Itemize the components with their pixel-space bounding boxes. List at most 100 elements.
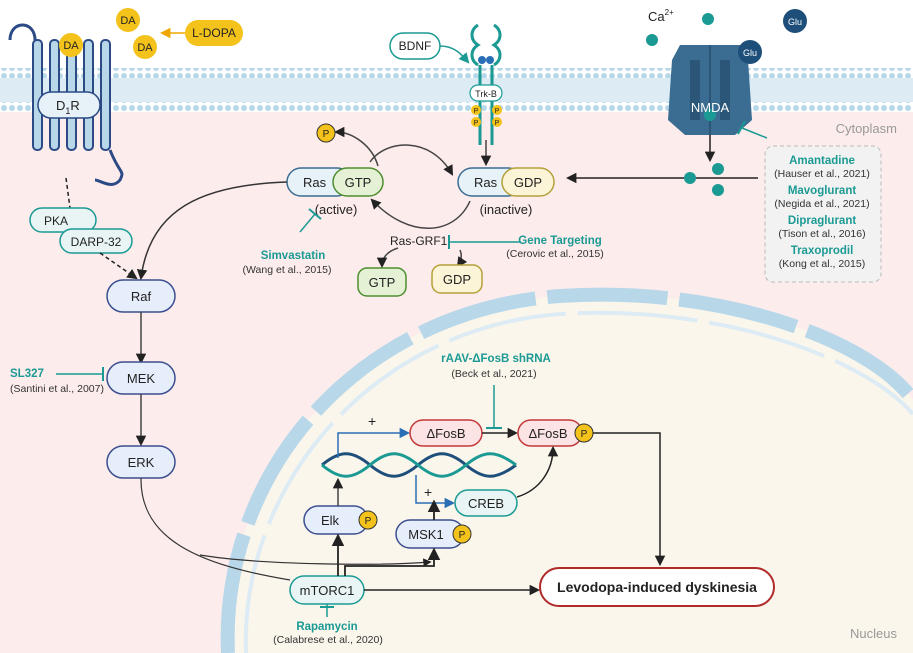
- ca-label: Ca2+: [648, 8, 674, 24]
- active-label: (active): [315, 202, 358, 217]
- extracellular-space: [0, 0, 913, 68]
- svg-text:(Beck et al., 2021): (Beck et al., 2021): [451, 368, 536, 380]
- svg-text:MSK1: MSK1: [408, 527, 443, 542]
- svg-text:GTP: GTP: [369, 275, 396, 290]
- svg-text:Ras: Ras: [303, 175, 327, 190]
- svg-text:ΔFosB: ΔFosB: [528, 426, 567, 441]
- svg-text:SL327: SL327: [10, 368, 44, 380]
- da-molecule: DA: [59, 33, 83, 57]
- svg-text:ERK: ERK: [128, 455, 155, 470]
- svg-text:P: P: [323, 129, 330, 140]
- sl327-inhibitor: SL327 (Santini et al., 2007): [10, 367, 104, 395]
- grf1-gtp-arrow: [376, 247, 399, 269]
- lid-outcome-box: Levodopa-induced dyskinesia: [539, 567, 775, 607]
- nmda-receptor: NMDA Glu: [668, 40, 762, 135]
- svg-text:P: P: [495, 120, 500, 127]
- ras-inactive-complex: Ras GDP (inactive): [457, 167, 555, 217]
- fosb-to-lid-arrow: [593, 432, 666, 567]
- svg-text:Raf: Raf: [131, 289, 152, 304]
- nmda-drug-amantadine: Amantadine (Hauser et al., 2021): [774, 155, 870, 180]
- elk-node: Elk P: [303, 505, 378, 535]
- svg-text:Trk-B: Trk-B: [475, 89, 497, 99]
- raf-node: Raf: [106, 279, 176, 313]
- svg-text:rAAV-ΔFosB shRNA: rAAV-ΔFosB shRNA: [441, 353, 551, 365]
- svg-text:(Kong et al., 2015): (Kong et al., 2015): [779, 258, 865, 270]
- da-molecule: DA: [116, 8, 140, 32]
- gtp-node: GTP: [357, 267, 407, 297]
- msk1-node: MSK1 P: [395, 519, 472, 549]
- nmda-drug-box: [764, 145, 882, 283]
- svg-text:GTP: GTP: [345, 175, 372, 190]
- svg-text:Traxoprodil: Traxoprodil: [791, 245, 854, 257]
- svg-text:Glu: Glu: [788, 17, 802, 27]
- svg-text:Rapamycin: Rapamycin: [296, 621, 357, 633]
- gdp-node: GDP: [431, 264, 483, 294]
- ras-active-complex: Ras GTP (active): [286, 167, 384, 217]
- phosphate-badge: P: [316, 123, 336, 143]
- raav-inhibitor: rAAV-ΔFosB shRNA (Beck et al., 2021): [441, 353, 551, 429]
- svg-text:P: P: [474, 120, 479, 127]
- creb-node: CREB: [454, 489, 518, 517]
- svg-text:DA: DA: [120, 15, 136, 27]
- svg-text:BDNF: BDNF: [399, 39, 432, 53]
- cytoplasm-label: Cytoplasm: [836, 121, 897, 136]
- nmda-drug-dipraglurant: Dipraglurant (Tison et al., 2016): [778, 215, 865, 240]
- svg-text:Gene Targeting: Gene Targeting: [518, 235, 602, 247]
- svg-text:P: P: [495, 108, 500, 115]
- bdnf-ligand: BDNF: [389, 32, 441, 60]
- simvastatin-inhibitor: Simvastatin (Wang et al., 2015): [243, 208, 331, 276]
- svg-text:Ras: Ras: [474, 175, 498, 190]
- nmda-inhibitor-bar: [737, 120, 746, 135]
- erk-to-mtorc1-path: [140, 477, 291, 581]
- svg-text:Glu: Glu: [743, 48, 757, 58]
- svg-text:CREB: CREB: [468, 496, 504, 511]
- ras-grf1-label: Ras-GRF1: [390, 234, 448, 248]
- mtorc1-to-msk1-arrow: [344, 547, 441, 576]
- d1r-to-pka-link: [65, 177, 71, 209]
- dna-to-fosb-arrow: [337, 427, 411, 458]
- creb-to-fosb-arrow: [516, 445, 559, 498]
- svg-text:Simvastatin: Simvastatin: [261, 250, 326, 262]
- nuclear-envelope: [220, 287, 913, 653]
- d1r-label: D1R: [56, 98, 80, 116]
- membrane-outer-leaflet: [0, 68, 913, 78]
- da-molecule: DA: [133, 35, 157, 59]
- svg-text:DA: DA: [63, 40, 79, 52]
- svg-text:(Calabrese et al., 2020): (Calabrese et al., 2020): [273, 634, 383, 646]
- nmda-label: NMDA: [691, 100, 730, 115]
- darp32-to-raf-arrow: [99, 252, 138, 280]
- phosphate-release-arrow: [333, 126, 379, 167]
- fosb-plus-sign: +: [368, 413, 376, 429]
- rapamycin-inhibitor: Rapamycin (Calabrese et al., 2020): [273, 604, 383, 646]
- svg-text:P: P: [459, 530, 466, 541]
- nucleus-label: Nucleus: [850, 626, 897, 641]
- svg-text:P: P: [581, 429, 588, 440]
- creb-plus-sign: +: [424, 484, 432, 500]
- svg-text:P: P: [474, 108, 479, 115]
- nmda-drug-traxoprodil: Traxoprodil (Kong et al., 2015): [779, 245, 865, 270]
- svg-text:(Santini et al., 2007): (Santini et al., 2007): [10, 383, 104, 395]
- svg-text:GDP: GDP: [514, 175, 542, 190]
- svg-text:(Negida et al., 2021): (Negida et al., 2021): [774, 198, 869, 210]
- fosb-phosphorylated-node: ΔFosB P: [517, 419, 594, 447]
- d1r-receptor: D1R: [8, 23, 124, 186]
- ras-to-raf-arrow: [136, 181, 288, 281]
- nmda-drug-mavoglurant: Mavoglurant (Negida et al., 2021): [774, 185, 869, 210]
- erk-to-msk1-path: [199, 554, 432, 567]
- svg-text:MEK: MEK: [127, 371, 156, 386]
- svg-text:ΔFosB: ΔFosB: [426, 426, 465, 441]
- erk-node: ERK: [106, 445, 176, 479]
- svg-text:(Cerovic et al., 2015): (Cerovic et al., 2015): [506, 248, 603, 260]
- svg-text:Mavoglurant: Mavoglurant: [788, 185, 857, 197]
- svg-text:P: P: [365, 516, 372, 527]
- darp32-node: DARP-32: [59, 228, 133, 254]
- glu-molecule: Glu: [783, 9, 807, 33]
- svg-text:(Hauser et al., 2021): (Hauser et al., 2021): [774, 168, 870, 180]
- nuclear-envelope-inner: [243, 310, 913, 653]
- membrane-inner-leaflet: [0, 102, 913, 112]
- nmda-inhibitor-line: [741, 127, 768, 139]
- svg-text:Levodopa-induced dyskinesia: Levodopa-induced dyskinesia: [557, 579, 757, 595]
- svg-text:DARP-32: DARP-32: [71, 235, 122, 249]
- svg-text:Elk: Elk: [321, 513, 340, 528]
